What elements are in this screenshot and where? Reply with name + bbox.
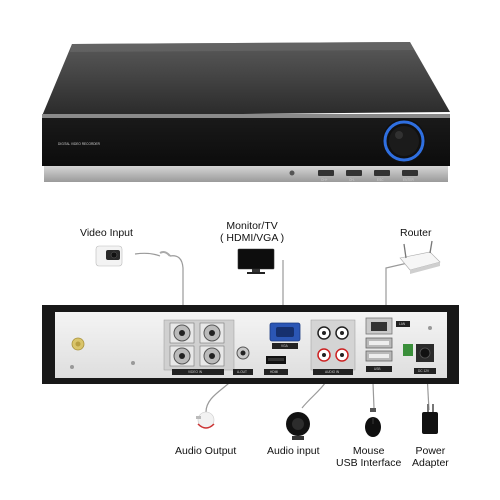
usb-text: USB [374, 367, 381, 371]
audio-out-port[interactable] [233, 346, 253, 375]
mouse-label: Mouse USB Interface [336, 445, 401, 469]
front-button-label: ENTER [403, 178, 414, 182]
video-in-ports [163, 319, 235, 375]
power-label-line1: Power [415, 445, 446, 457]
microphone-icon [286, 412, 310, 440]
knob-ring [383, 120, 425, 162]
rca-port[interactable] [335, 326, 349, 340]
lan-port[interactable] [365, 317, 410, 335]
front-button[interactable] [318, 170, 334, 176]
video-input-label: Video Input [80, 227, 133, 239]
front-button[interactable] [346, 170, 362, 176]
monitor-label-line2: ( HDMI/VGA ) [220, 232, 285, 244]
camera-icon [95, 245, 171, 267]
rca-port[interactable] [335, 348, 349, 362]
front-model-text: DIGITAL VIDEO RECORDER [58, 142, 100, 146]
bnc-port[interactable] [199, 322, 225, 344]
usb-ports [365, 337, 393, 372]
router-label: Router [400, 227, 432, 239]
router-icon [399, 240, 441, 274]
front-button-label: ESC [377, 178, 384, 182]
audio-input-label: Audio input [267, 445, 320, 457]
front-buttons [289, 170, 418, 176]
front-button[interactable] [402, 170, 418, 176]
dvr-front-edge [42, 114, 450, 118]
power-adapter-icon [422, 404, 438, 434]
audio-in-ports [310, 319, 356, 375]
speaker-cable-icon [196, 411, 215, 429]
monitor-label-line1: Monitor/TV [226, 220, 278, 232]
dvr-rear-panel [42, 305, 459, 384]
ground-screw [70, 337, 135, 369]
vga-text: VGA [281, 344, 288, 348]
audio-output-label: Audio Output [175, 445, 237, 457]
lan-text: LAN [399, 322, 406, 326]
control-knob[interactable] [382, 119, 426, 163]
rca-port[interactable] [317, 348, 331, 362]
dvr-front-unit [42, 42, 450, 182]
front-button[interactable] [374, 170, 390, 176]
mouse-icon [365, 408, 381, 437]
rca-port[interactable] [317, 326, 331, 340]
audio-in-text: AUDIO IN [325, 370, 340, 374]
front-button-label: CH- [349, 178, 355, 182]
monitor-label: Monitor/TV ( HDMI/VGA ) [220, 220, 284, 244]
bnc-port[interactable] [169, 322, 195, 344]
power-indicator [289, 170, 295, 176]
power-text: DC 12V [418, 369, 430, 373]
power-label-line2: Adapter [412, 457, 449, 469]
front-button-label: CH+ [321, 178, 328, 182]
hdmi-text: HDMI [270, 370, 279, 374]
bnc-port[interactable] [169, 345, 195, 367]
bnc-port[interactable] [199, 345, 225, 367]
power-adapter-label: Power Adapter [412, 445, 449, 469]
hdmi-port[interactable] [264, 356, 288, 375]
power-port[interactable] [403, 326, 436, 374]
dvr-top-cover [42, 42, 450, 116]
dvr-top-highlight [70, 42, 414, 52]
mouse-label-line2: USB Interface [336, 457, 402, 469]
vga-port[interactable] [269, 322, 301, 349]
mouse-label-line1: Mouse [352, 445, 385, 457]
video-in-text: VIDEO IN [188, 370, 202, 374]
audio-out-text: A-OUT [237, 370, 247, 374]
monitor-icon [237, 248, 275, 274]
